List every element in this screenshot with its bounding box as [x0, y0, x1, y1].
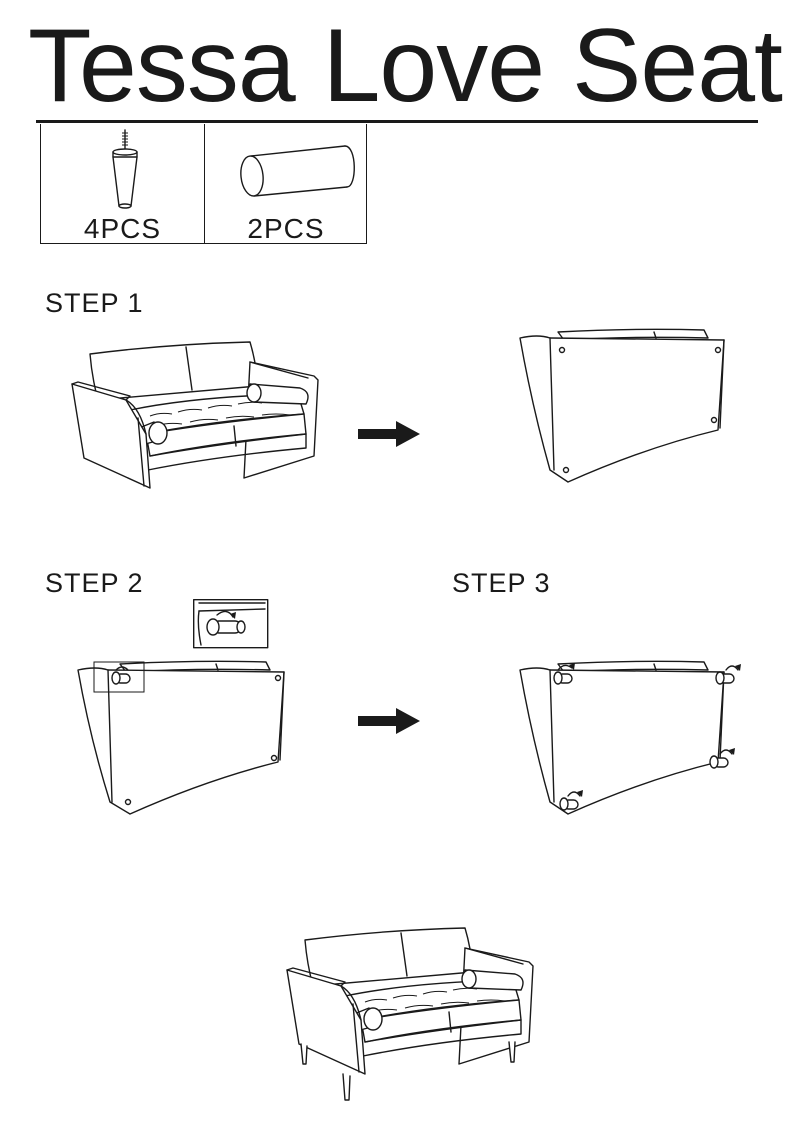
legs-quantity: 4PCS — [83, 213, 162, 244]
parts-table: 4PCS 2PCS — [40, 124, 367, 244]
parts-cell-legs: 4PCS — [41, 124, 205, 243]
parts-cell-bolsters: 2PCS — [205, 124, 367, 243]
loveseat-assembled-illustration — [286, 927, 534, 1101]
loveseat-upright-illustration — [71, 341, 319, 489]
page-title: Tessa Love Seat — [28, 8, 783, 124]
leg-icon — [112, 129, 138, 209]
bolster-pillow-icon — [240, 145, 355, 197]
step-1-label: STEP 1 — [45, 288, 144, 318]
step-2-arrow-icon — [358, 708, 420, 734]
step-2-label: STEP 2 — [45, 568, 144, 598]
leg-attach-step-2-illustration — [77, 660, 285, 815]
loveseat-on-back-illustration — [519, 328, 725, 483]
step-3-label: STEP 3 — [452, 568, 551, 598]
bolsters-quantity: 2PCS — [247, 213, 325, 244]
title-underline — [36, 120, 758, 123]
leg-attach-detail-inset — [192, 598, 269, 649]
legs-attached-step-3-illustration — [519, 660, 741, 815]
step-1-arrow-icon — [358, 421, 420, 447]
